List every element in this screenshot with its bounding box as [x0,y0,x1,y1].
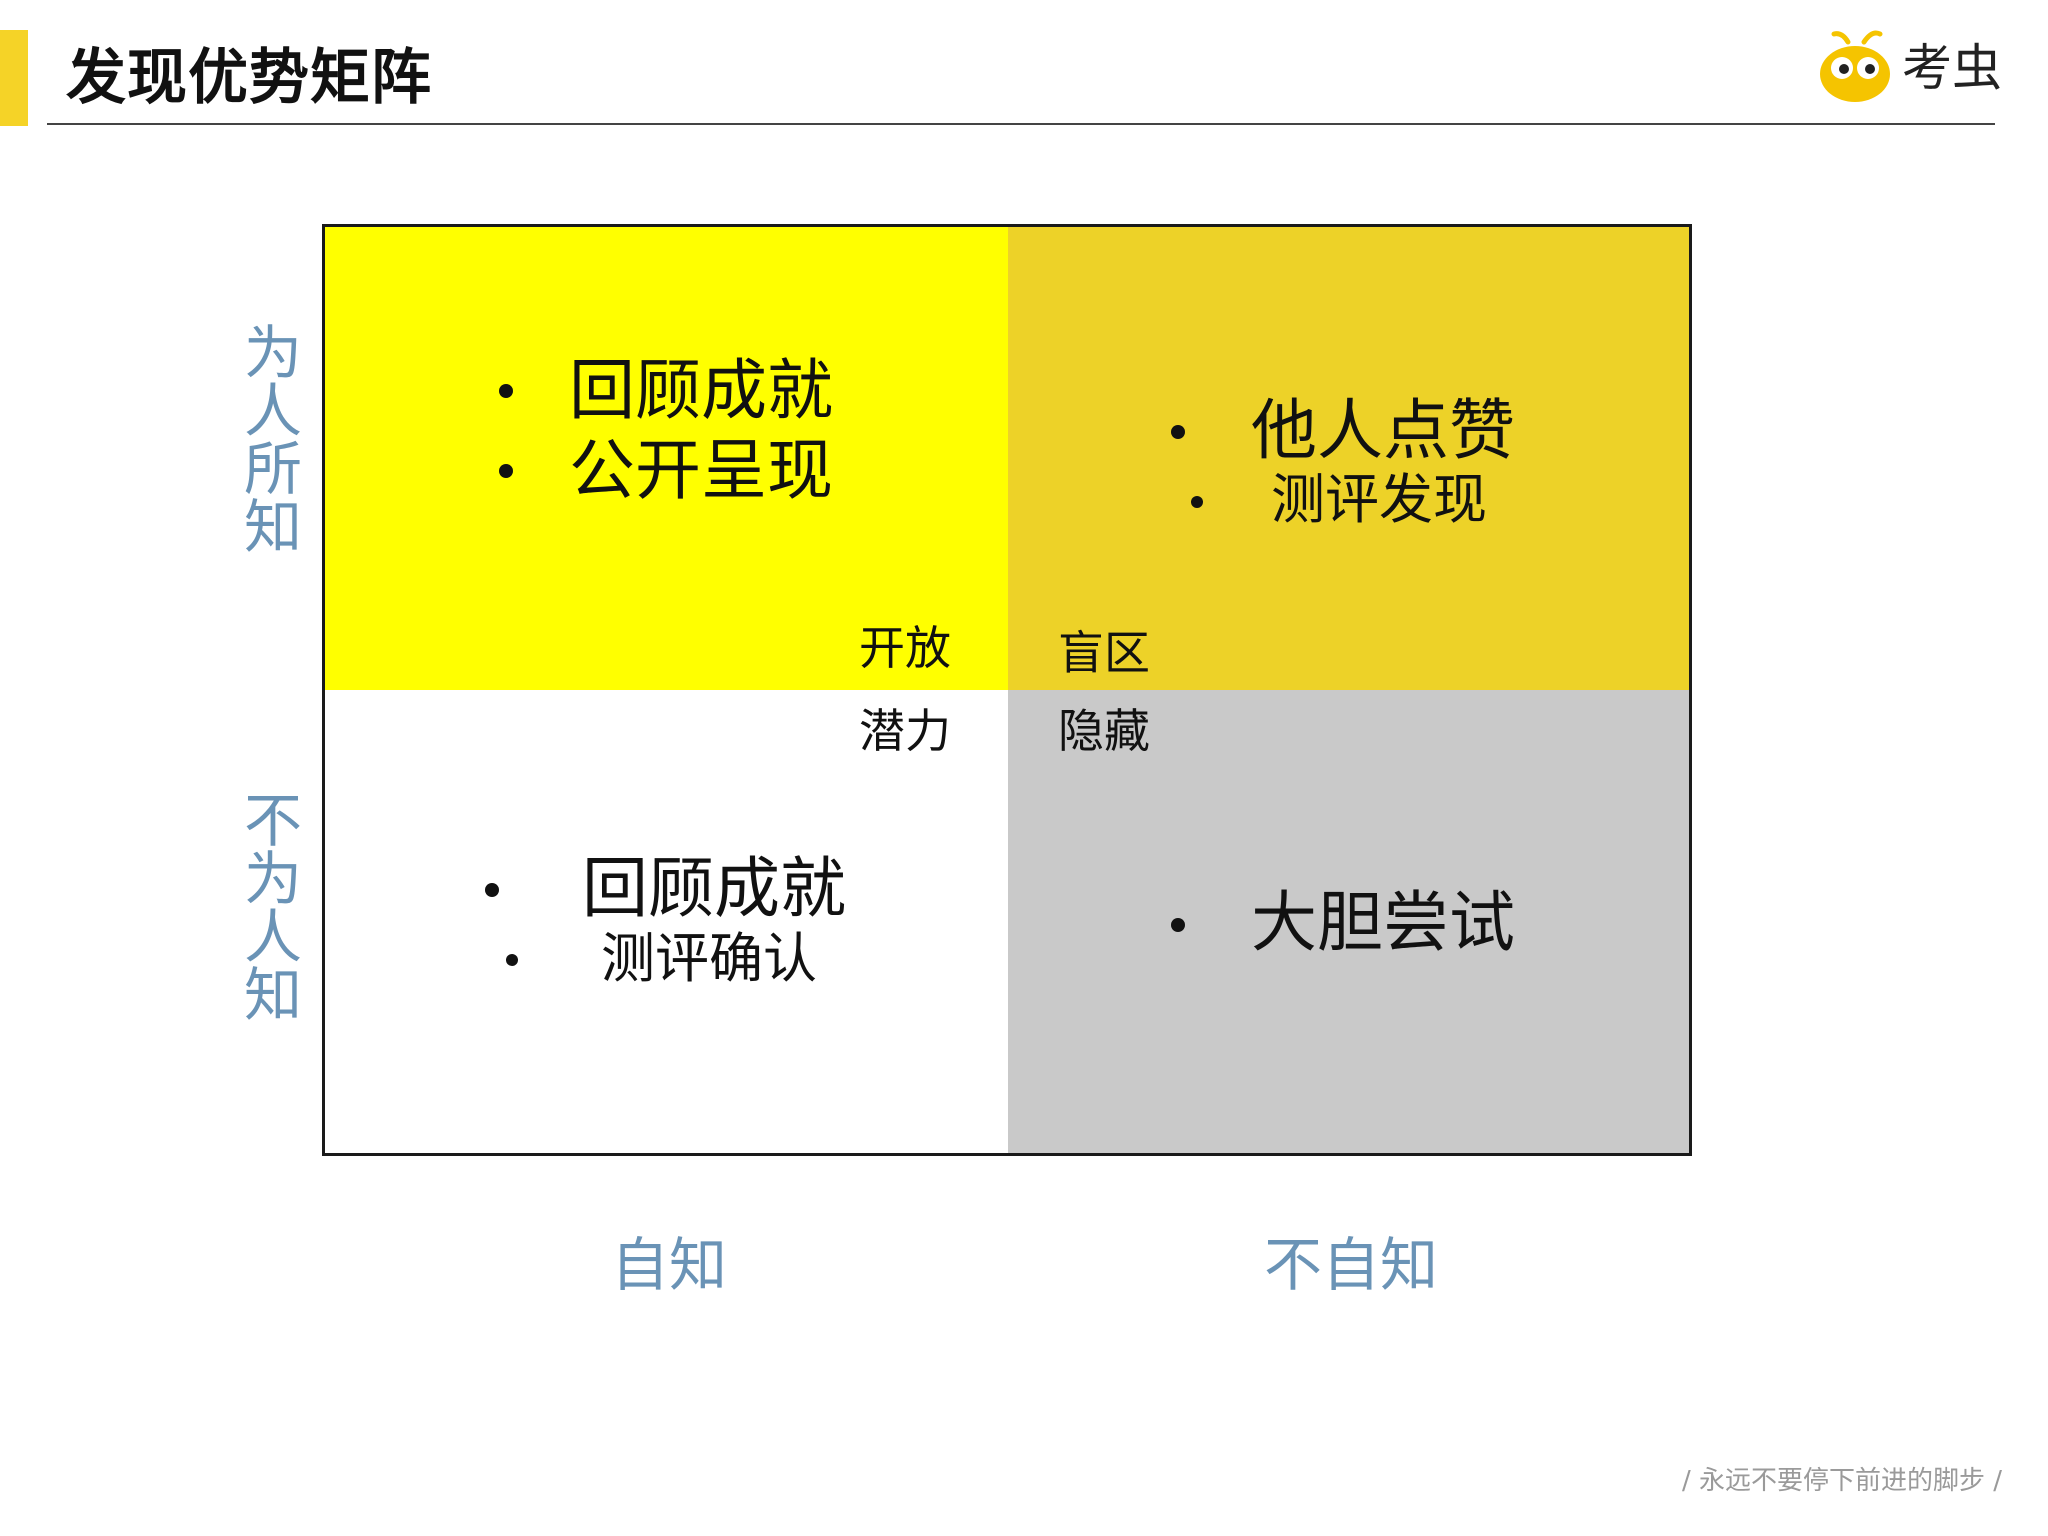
brand-logo: 考虫 [1818,28,2002,108]
bullet-dot [499,464,513,478]
footer-slogan: / 永远不要停下前进的脚步 / [1681,1466,2002,1496]
bullet-dot [499,384,513,398]
quadrant-item: 他人点赞 [1251,392,1515,469]
quadrant-potential: 潜力 回顾成就 测评确认 [325,690,1008,1153]
quadrant-label-blind: 盲区 [1058,626,1150,680]
quadrant-blind: 他人点赞 测评发现 盲区 [1008,227,1689,690]
quadrant-open: 回顾成就 公开呈现 开放 [325,227,1008,690]
quadrant-item: 大胆尝试 [1251,884,1515,961]
quadrant-hidden: 隐藏 大胆尝试 [1008,690,1689,1153]
quadrant-item: 测评确认 [601,927,817,990]
title-accent-bar [0,30,28,126]
bullet-dot [1191,496,1203,508]
bullet-dot [1171,425,1185,439]
axis-label-not-self-aware: 不自知 [1264,1231,1439,1299]
quadrant-item: 回顾成就 [569,352,833,429]
quadrant-label-open: 开放 [859,621,951,675]
bug-mascot-icon [1820,30,1890,102]
title-divider [47,123,1995,125]
bullet-dot [506,954,518,966]
quadrant-item: 回顾成就 [582,850,846,927]
quadrant-item: 测评发现 [1271,468,1487,531]
page-title: 发现优势矩阵 [66,43,432,113]
logo-wordmark: 考虫 [1902,39,2002,97]
johari-matrix: 回顾成就 公开呈现 开放 他人点赞 测评发现 盲区 潜力 回顾成就 测评确认 隐… [322,224,1692,1156]
quadrant-label-hidden: 隐藏 [1058,704,1150,758]
quadrant-label-potential: 潜力 [859,704,951,758]
axis-label-known-to-others: 为人所知 [234,322,302,554]
bullet-dot [1171,918,1185,932]
axis-label-self-aware: 自知 [611,1231,728,1299]
quadrant-item: 公开呈现 [569,432,833,509]
axis-label-unknown-to-others: 不为人知 [234,790,302,1022]
bullet-dot [485,883,499,897]
